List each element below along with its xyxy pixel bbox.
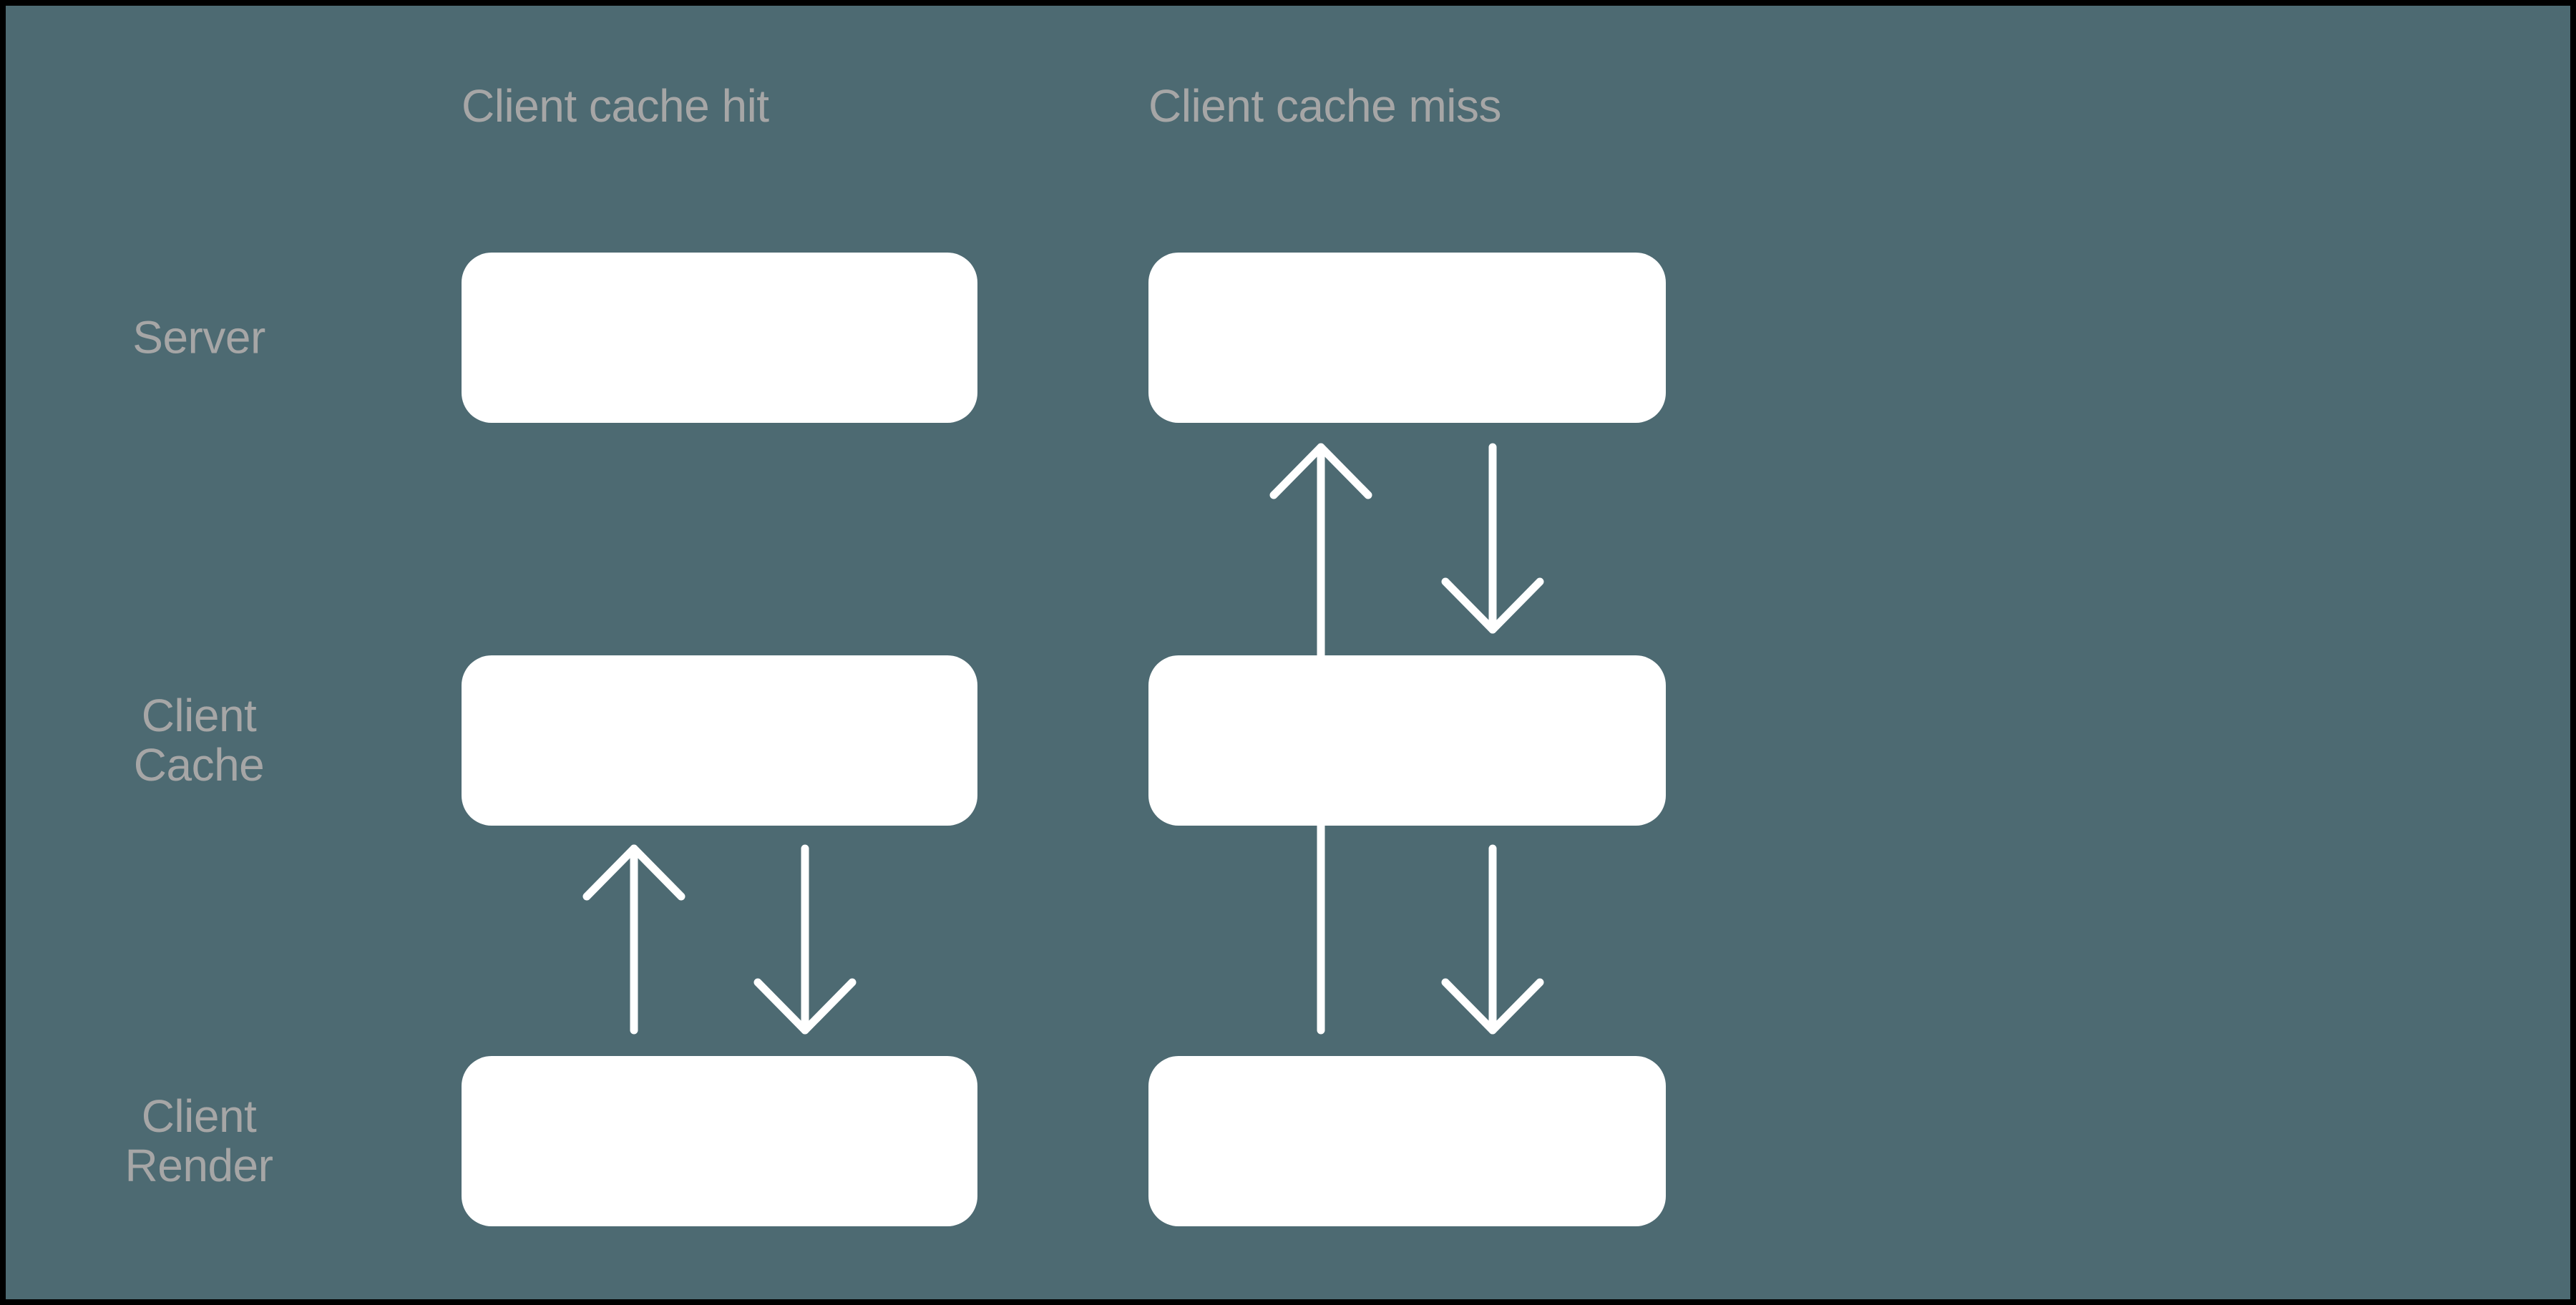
row-label-server: Server	[49, 313, 349, 362]
arrow-hit-render-to-cache	[582, 844, 686, 1035]
row-label-client-render: Client Render	[49, 1090, 349, 1191]
column-title-client-cache-miss: Client cache miss	[1148, 80, 1502, 132]
node-miss-server[interactable]	[1148, 253, 1666, 423]
row-label-client-render-line1: Client	[141, 1090, 257, 1142]
node-miss-client-render[interactable]	[1148, 1056, 1666, 1226]
row-label-server-line1: Server	[132, 311, 265, 363]
node-hit-client-cache[interactable]	[462, 655, 977, 826]
arrow-miss-cache-to-render	[1441, 844, 1544, 1035]
diagram-canvas: Client cache hit Client cache miss Serve…	[6, 6, 2570, 1299]
arrow-miss-server-to-cache	[1441, 443, 1544, 634]
node-hit-client-render[interactable]	[462, 1056, 977, 1226]
node-miss-client-cache[interactable]	[1148, 655, 1666, 826]
row-label-client-cache-line1: Client	[141, 689, 257, 741]
node-hit-server[interactable]	[462, 253, 977, 423]
row-label-client-cache-line2: Cache	[133, 739, 265, 791]
arrow-hit-cache-to-render	[753, 844, 857, 1035]
column-title-client-cache-hit: Client cache hit	[462, 80, 769, 132]
row-label-client-cache: Client Cache	[49, 689, 349, 791]
row-label-client-render-line2: Render	[125, 1140, 273, 1191]
